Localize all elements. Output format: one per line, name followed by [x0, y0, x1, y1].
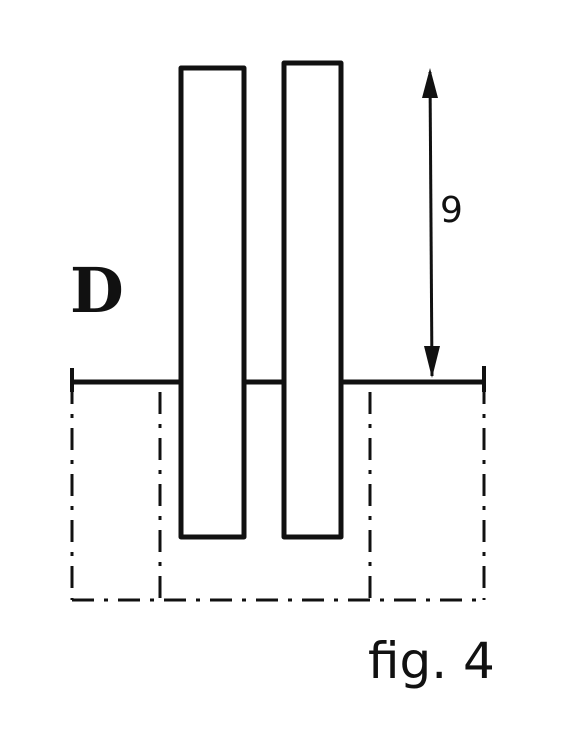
- arrowhead-bottom-icon: [424, 346, 440, 378]
- region-label: D: [70, 254, 124, 327]
- container-outline: [70, 382, 486, 602]
- figure-caption: fig. 4: [368, 632, 495, 690]
- dimension-arrow: [422, 68, 440, 378]
- dimension-label: 9: [440, 190, 463, 231]
- right-plate: [281, 60, 344, 540]
- arrowhead-top-icon: [422, 68, 438, 98]
- dimension-line: [428, 71, 434, 377]
- left-plate: [178, 65, 247, 540]
